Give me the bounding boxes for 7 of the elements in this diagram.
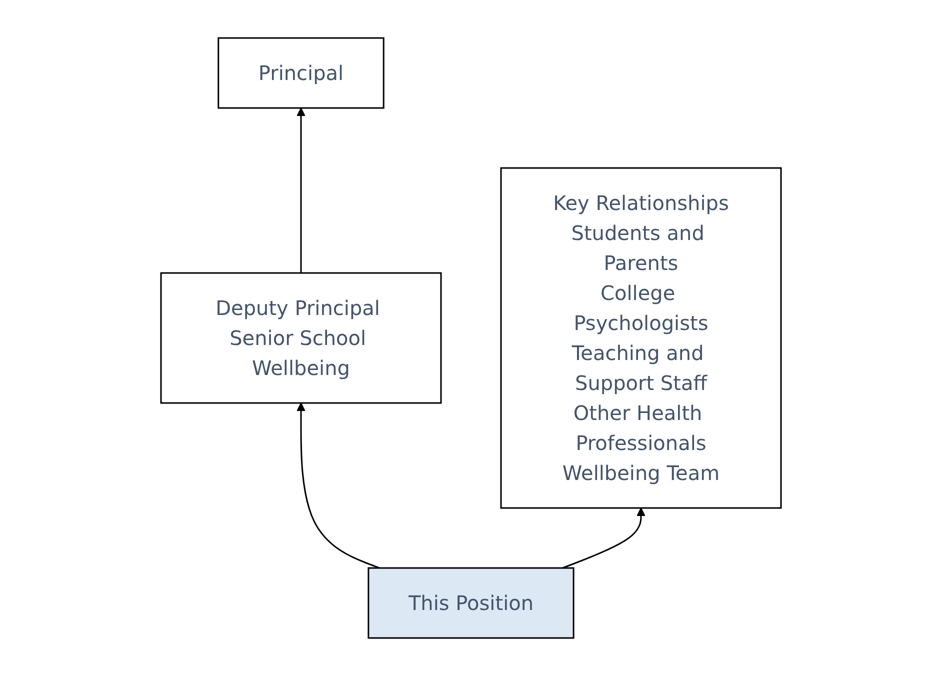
node-box: This Position bbox=[368, 566, 574, 638]
arrow bbox=[296, 402, 380, 568]
node-box: Deputy Principal Senior School Wellbeing bbox=[160, 272, 442, 404]
arrow bbox=[296, 107, 306, 272]
node-box: Key Relationships Students and Parents College Psychologists Teaching and Support Staff Other Health Professionals Wellbeing Team bbox=[500, 166, 782, 508]
arrow bbox=[562, 507, 646, 568]
node-box: Principal bbox=[218, 36, 384, 108]
